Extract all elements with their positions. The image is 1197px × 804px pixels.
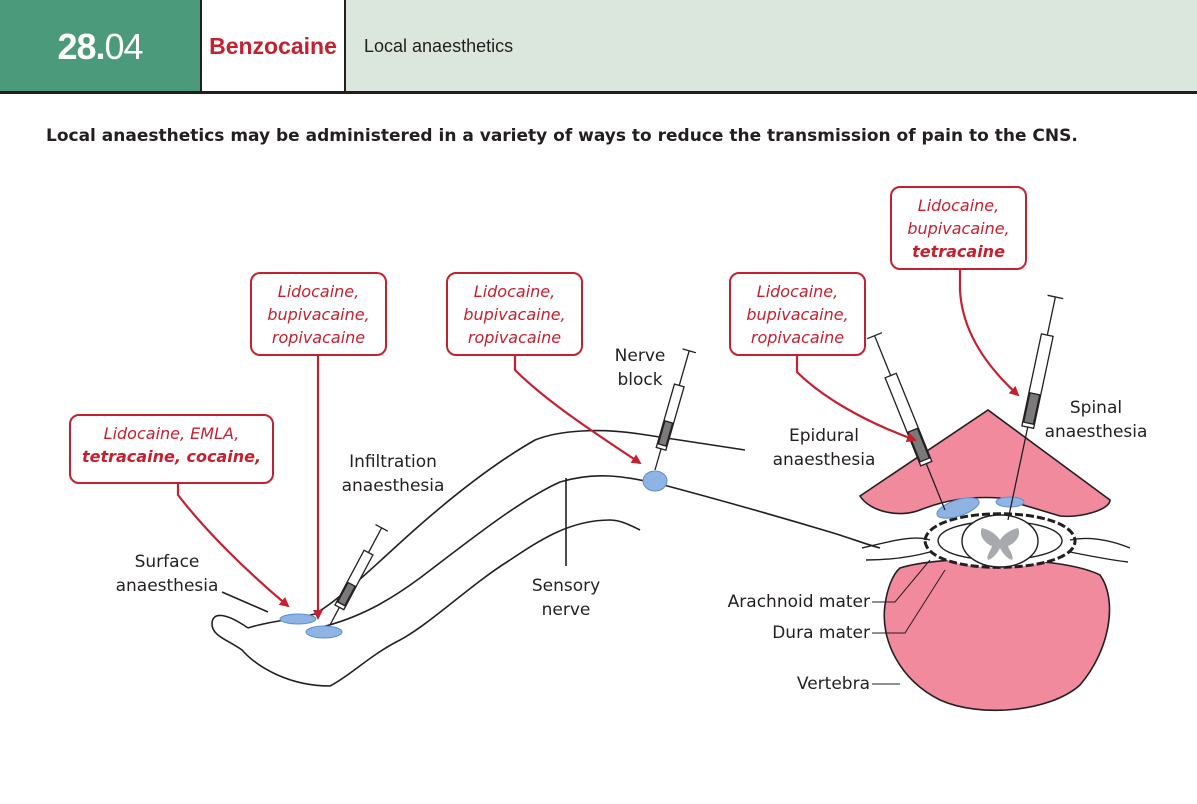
spine-cross-section — [858, 409, 1131, 712]
callout-epidural-line3: ropivacaine — [750, 328, 845, 347]
label-epidural-line1: Epidural — [789, 426, 859, 446]
section-number-main: 28. — [57, 25, 105, 67]
label-arachnoid-mater: Arachnoid mater — [727, 592, 870, 612]
label-spinal-line1: Spinal — [1069, 398, 1123, 418]
header-rule — [0, 91, 1197, 94]
label-nerve-block-line2: block — [617, 370, 663, 390]
label-epidural-line2: anaesthesia — [772, 450, 876, 470]
label-dura-mater: Dura mater — [772, 623, 870, 643]
callout-spinal-line1: Lidocaine, — [917, 196, 1000, 215]
label-epidural-anaesthesia: Epidural anaesthesia — [762, 424, 886, 472]
callout-nerve-block-line2: bupivacaine, — [463, 305, 566, 324]
callout-infiltration-line2: bupivacaine, — [267, 305, 370, 324]
drug-deposits — [279, 470, 668, 639]
syringe-infiltration — [329, 524, 389, 626]
callout-spinal-line3: tetracaine — [912, 242, 1005, 261]
headline: Local anaesthetics may be administered i… — [46, 126, 1078, 146]
label-nerve-block-line1: Nerve — [614, 346, 666, 366]
callout-epidural-line2: bupivacaine, — [746, 305, 849, 324]
label-nerve-block: Nerve block — [600, 344, 680, 392]
callout-epidural: Lidocaine, bupivacaine, ropivacaine — [729, 272, 866, 356]
section-number: 28.04 — [0, 0, 200, 93]
label-sensory-line1: Sensory — [531, 576, 601, 596]
label-infiltration-anaesthesia: Infiltration anaesthesia — [334, 450, 452, 498]
label-spinal-anaesthesia: Spinal anaesthesia — [1034, 396, 1158, 444]
callout-epidural-line1: Lidocaine, — [756, 282, 839, 301]
label-surface-line1: Surface — [134, 552, 200, 572]
label-sensory-line2: nerve — [541, 600, 591, 620]
callout-infiltration-line3: ropivacaine — [271, 328, 366, 347]
callout-spinal: Lidocaine, bupivacaine, tetracaine — [890, 186, 1027, 270]
label-infiltration-line1: Infiltration — [349, 452, 437, 472]
callout-surface: Lidocaine, EMLA, tetracaine, cocaine, — [69, 414, 274, 484]
drug-class: Local anaesthetics — [346, 0, 1197, 93]
callout-surface-line2: tetracaine, cocaine, — [81, 447, 262, 466]
label-surface-anaesthesia: Surface anaesthesia — [108, 550, 226, 598]
label-infiltration-line2: anaesthesia — [341, 476, 445, 496]
callout-nerve-block-line1: Lidocaine, — [473, 282, 556, 301]
callout-arrows — [176, 270, 1020, 620]
label-surface-line2: anaesthesia — [115, 576, 219, 596]
callout-surface-line1: Lidocaine, EMLA, — [103, 424, 240, 443]
callout-infiltration: Lidocaine, bupivacaine, ropivacaine — [250, 272, 387, 356]
syringe-spinal — [1007, 294, 1064, 521]
label-spinal-line2: anaesthesia — [1044, 422, 1148, 442]
label-sensory-nerve: Sensory nerve — [516, 574, 616, 622]
callout-nerve-block-line3: ropivacaine — [467, 328, 562, 347]
callout-nerve-block: Lidocaine, bupivacaine, ropivacaine — [446, 272, 583, 356]
label-vertebra: Vertebra — [796, 674, 870, 694]
page-header: 28.04 Benzocaine Local anaesthetics — [0, 0, 1197, 94]
callout-infiltration-line1: Lidocaine, — [277, 282, 360, 301]
callout-spinal-line2: bupivacaine, — [907, 219, 1010, 238]
section-number-sub: 04 — [104, 25, 144, 67]
drug-name: Benzocaine — [200, 0, 346, 93]
syringe-nerve-block — [654, 348, 697, 471]
